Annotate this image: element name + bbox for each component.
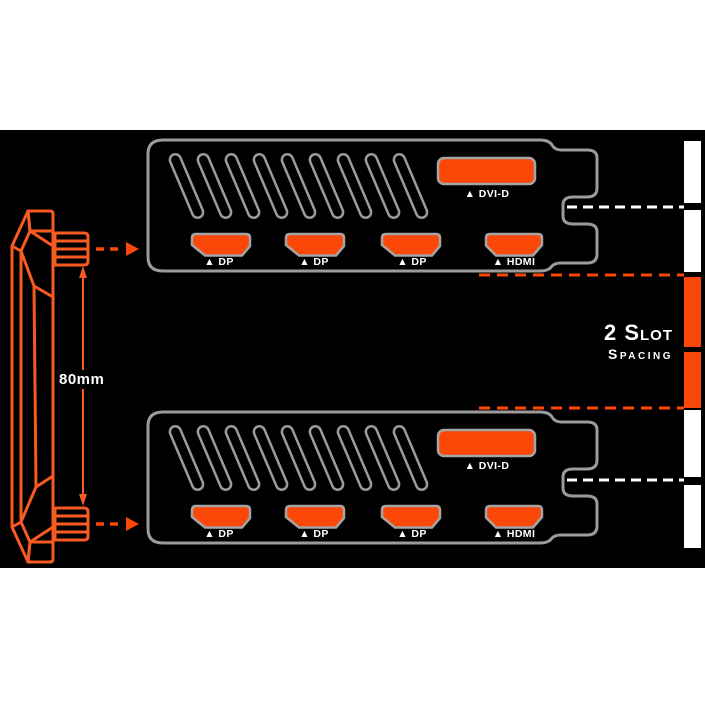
slot-bars — [684, 141, 701, 548]
fan-facet-line — [32, 284, 55, 299]
fan-top-cap — [26, 209, 55, 233]
fan-bottom-cap — [26, 540, 55, 564]
slot-bar-white-2 — [684, 210, 701, 272]
slot-bar-white-1 — [684, 141, 701, 203]
fan-facet-line — [28, 525, 55, 544]
fan-bottom-peg — [53, 506, 90, 542]
slot-bar-white-3 — [684, 410, 701, 477]
slot-bar-orange-2 — [684, 352, 701, 408]
arrowhead-top — [126, 242, 139, 256]
fan-facet-line — [34, 474, 55, 489]
arrowhead-bottom — [126, 517, 139, 531]
fan-wireframe — [10, 209, 90, 564]
dimension-arrow-up — [79, 266, 87, 278]
fan-top-peg — [53, 231, 90, 267]
fan-bottom-facet — [10, 520, 32, 564]
fan-facet-line — [28, 229, 55, 248]
pointer-arrows — [96, 242, 139, 531]
slot-bar-orange-1 — [684, 277, 701, 347]
slot-bar-white-4 — [684, 485, 701, 548]
fan-facet-line — [19, 249, 38, 524]
dimension-arrow-down — [79, 494, 87, 506]
